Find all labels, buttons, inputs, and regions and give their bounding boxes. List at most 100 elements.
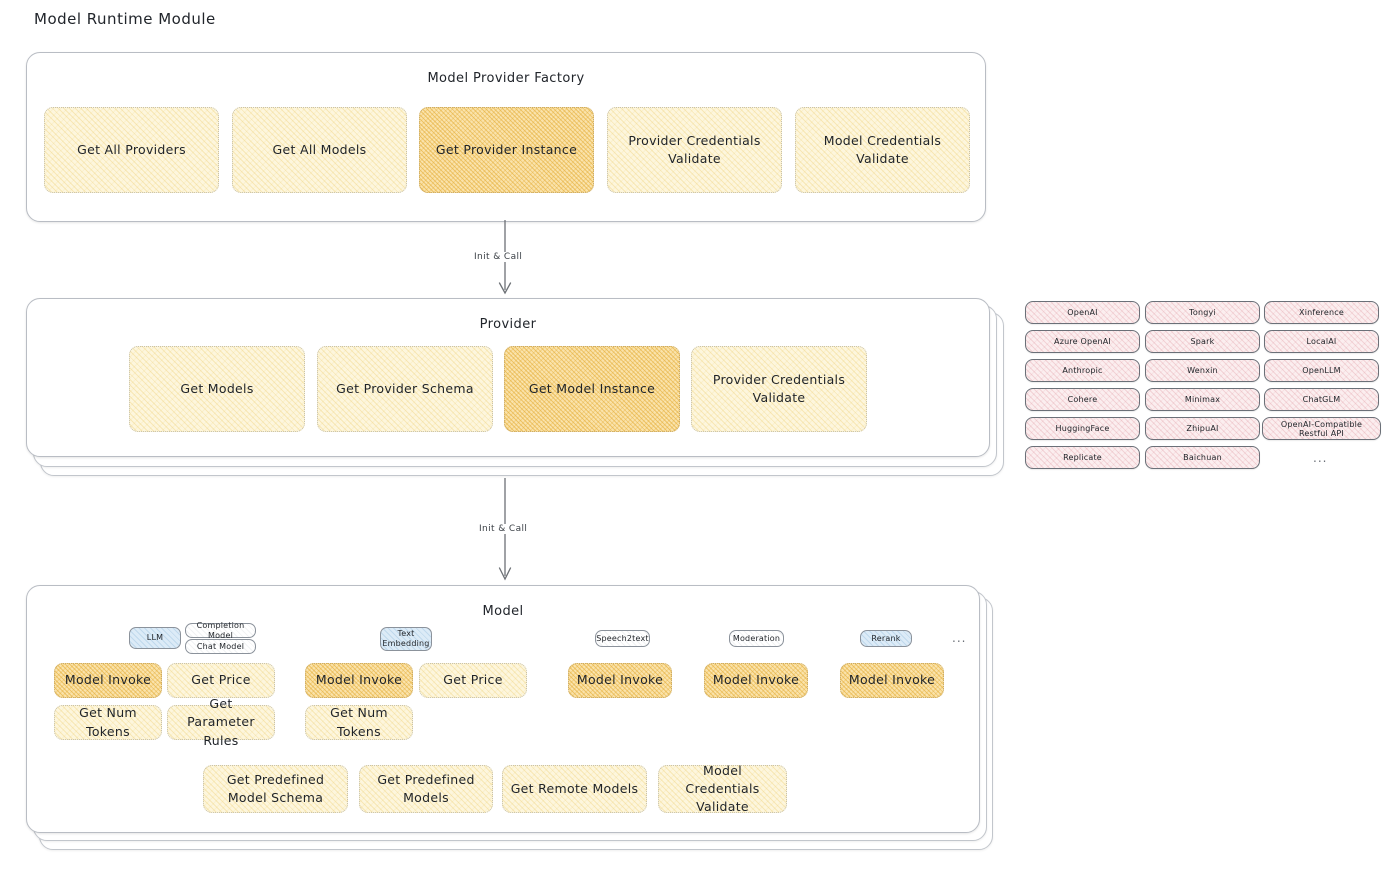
chip-label: Spark — [1190, 337, 1215, 346]
model-node-get-predefined-model-schema[interactable]: Get Predefined Model Schema — [203, 765, 348, 813]
model-node-llm-get-parameter-rules[interactable]: Get Parameter Rules — [167, 696, 275, 748]
model-node-llm-model-invoke[interactable]: Model Invoke — [54, 663, 162, 698]
node-label: Get Num Tokens — [330, 705, 388, 739]
chip-label: Xinference — [1299, 308, 1344, 317]
chip-label: Cohere — [1067, 395, 1098, 404]
chip-label: Wenxin — [1187, 366, 1218, 375]
node-label: Model Invoke — [848, 672, 936, 688]
node-label: Get All Models — [272, 141, 367, 157]
chip-label: HuggingFace — [1055, 424, 1110, 433]
provider-chip-tongyi[interactable]: Tongyi — [1145, 301, 1260, 324]
provider-list-more-ellipsis: ... — [1313, 451, 1328, 465]
node-label: Model Invoke — [576, 672, 664, 688]
node-label: Get Predefined Models — [377, 771, 475, 805]
provider-chip-xinference[interactable]: Xinference — [1264, 301, 1379, 324]
provider-chip-zhipuai[interactable]: ZhipuAI — [1145, 417, 1260, 440]
chip-label: OpenAI — [1067, 308, 1098, 317]
badge-label: Speech2text — [596, 633, 649, 643]
model-badge-rerank[interactable]: Rerank — [860, 630, 912, 647]
model-node-text-embedding-model-invoke[interactable]: Model Invoke — [305, 663, 413, 698]
provider-chip-huggingface[interactable]: HuggingFace — [1025, 417, 1140, 440]
chip-label: Baichuan — [1183, 453, 1222, 462]
model-node-rerank-model-invoke[interactable]: Model Invoke — [840, 663, 944, 698]
provider-chip-openai[interactable]: OpenAI — [1025, 301, 1140, 324]
chip-label: Tongyi — [1189, 308, 1216, 317]
node-label: Get Predefined Model Schema — [226, 771, 325, 805]
factory-node-get-provider-instance[interactable]: Get Provider Instance — [419, 107, 594, 193]
model-badge-moderation[interactable]: Moderation — [729, 630, 784, 647]
badge-label: Text Embedding — [382, 629, 430, 648]
chip-label: OpenAI-Compatible Restful API — [1280, 419, 1363, 438]
badge-label: Completion Model — [196, 620, 245, 640]
model-node-text-embedding-get-num-tokens[interactable]: Get Num Tokens — [305, 705, 413, 740]
provider-chip-azure-openai[interactable]: Azure OpenAI — [1025, 330, 1140, 353]
page-title: Model Runtime Module — [34, 10, 216, 28]
arrow-label-init-and-call-2: Init & Call — [476, 524, 531, 534]
node-label: Model Invoke — [64, 672, 152, 688]
model-node-get-remote-models[interactable]: Get Remote Models — [502, 765, 647, 813]
model-node-text-embedding-get-price[interactable]: Get Price — [419, 663, 527, 698]
provider-node-get-models[interactable]: Get Models — [129, 346, 305, 432]
provider-chip-cohere[interactable]: Cohere — [1025, 388, 1140, 411]
node-label: Model Invoke — [315, 672, 403, 688]
provider-title: Provider — [479, 317, 537, 332]
model-sub-badge-completion-model[interactable]: Completion Model — [185, 620, 256, 640]
model-badge-llm[interactable]: LLM — [129, 627, 181, 649]
badge-label: Chat Model — [196, 641, 245, 651]
provider-node-get-model-instance[interactable]: Get Model Instance — [504, 346, 680, 432]
chip-label: Azure OpenAI — [1054, 337, 1111, 346]
chip-label: Replicate — [1063, 453, 1102, 462]
model-provider-factory-title: Model Provider Factory — [427, 71, 585, 86]
node-label: Get Num Tokens — [79, 705, 137, 739]
model-groups-more-ellipsis: ... — [952, 631, 967, 645]
provider-chip-spark[interactable]: Spark — [1145, 330, 1260, 353]
node-label: Get Parameter Rules — [187, 696, 255, 748]
model-node-moderation-model-invoke[interactable]: Model Invoke — [704, 663, 808, 698]
node-label: Get Models — [180, 380, 254, 396]
model-node-llm-get-price[interactable]: Get Price — [167, 663, 275, 698]
provider-node-get-provider-schema[interactable]: Get Provider Schema — [317, 346, 493, 432]
provider-chip-minimax[interactable]: Minimax — [1145, 388, 1260, 411]
provider-chip-openai-compatible-restful-api[interactable]: OpenAI-Compatible Restful API — [1262, 417, 1381, 440]
chip-label: ZhipuAI — [1186, 424, 1219, 433]
chip-label: OpenLLM — [1302, 366, 1341, 375]
chip-label: LocalAI — [1306, 337, 1337, 346]
model-node-model-credentials-validate[interactable]: Model Credentials Validate — [658, 762, 787, 815]
node-label: Get Model Instance — [528, 380, 656, 396]
node-label: Get All Providers — [77, 141, 186, 157]
node-label: Get Remote Models — [510, 780, 639, 796]
node-label: Provider Credentials Validate — [712, 371, 846, 405]
model-badge-text-embedding[interactable]: Text Embedding — [380, 627, 432, 651]
node-label: Model Invoke — [712, 672, 800, 688]
badge-label: Moderation — [732, 633, 781, 643]
model-node-speech2text-model-invoke[interactable]: Model Invoke — [568, 663, 672, 698]
provider-chip-anthropic[interactable]: Anthropic — [1025, 359, 1140, 382]
provider-node-provider-credentials-validate[interactable]: Provider Credentials Validate — [691, 346, 867, 432]
node-label: Model Credentials Validate — [823, 132, 942, 166]
node-label: Get Price — [191, 672, 251, 688]
provider-chip-replicate[interactable]: Replicate — [1025, 446, 1140, 469]
node-label: Model Credentials Validate — [685, 762, 760, 815]
factory-node-get-all-providers[interactable]: Get All Providers — [44, 107, 219, 193]
node-label: Get Provider Instance — [435, 141, 578, 157]
factory-node-provider-credentials-validate[interactable]: Provider Credentials Validate — [607, 107, 782, 193]
model-sub-badge-chat-model[interactable]: Chat Model — [185, 639, 256, 654]
node-label: Provider Credentials Validate — [628, 132, 761, 166]
node-label: Get Provider Schema — [336, 380, 474, 396]
factory-node-get-all-models[interactable]: Get All Models — [232, 107, 407, 193]
provider-chip-wenxin[interactable]: Wenxin — [1145, 359, 1260, 382]
model-title: Model — [482, 604, 524, 619]
badge-label: Rerank — [871, 633, 901, 643]
provider-chip-openllm[interactable]: OpenLLM — [1264, 359, 1379, 382]
model-badge-speech2text[interactable]: Speech2text — [595, 630, 650, 647]
chip-label: Anthropic — [1062, 366, 1103, 375]
model-node-llm-get-num-tokens[interactable]: Get Num Tokens — [54, 705, 162, 740]
provider-chip-localai[interactable]: LocalAI — [1264, 330, 1379, 353]
provider-chip-chatglm[interactable]: ChatGLM — [1264, 388, 1379, 411]
chip-label: Minimax — [1184, 395, 1221, 404]
model-node-get-predefined-models[interactable]: Get Predefined Models — [359, 765, 493, 813]
factory-node-model-credentials-validate[interactable]: Model Credentials Validate — [795, 107, 970, 193]
chip-label: ChatGLM — [1302, 395, 1341, 404]
provider-chip-baichuan[interactable]: Baichuan — [1145, 446, 1260, 469]
